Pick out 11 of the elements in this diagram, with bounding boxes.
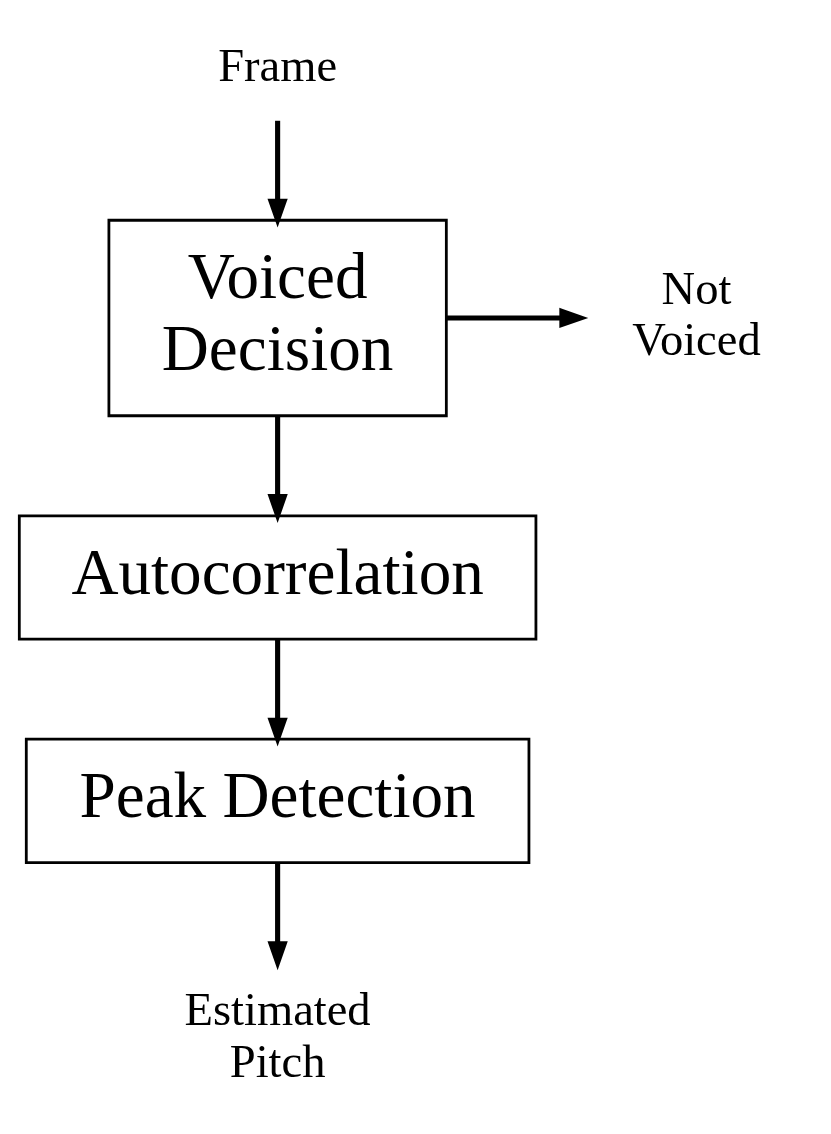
- arrow: [267, 415, 288, 524]
- arrow: [446, 307, 589, 329]
- node-box: Autocorrelation: [17, 514, 538, 641]
- node-text: Estimated Pitch: [184, 984, 371, 1087]
- node-text: Frame: [218, 39, 338, 91]
- arrow: [267, 639, 288, 747]
- arrow: [267, 862, 288, 971]
- node-box: Voiced Decision: [107, 218, 448, 418]
- arrow: [267, 120, 288, 228]
- node-text: Not Voiced: [632, 263, 761, 366]
- node-box: Peak Detection: [24, 737, 531, 864]
